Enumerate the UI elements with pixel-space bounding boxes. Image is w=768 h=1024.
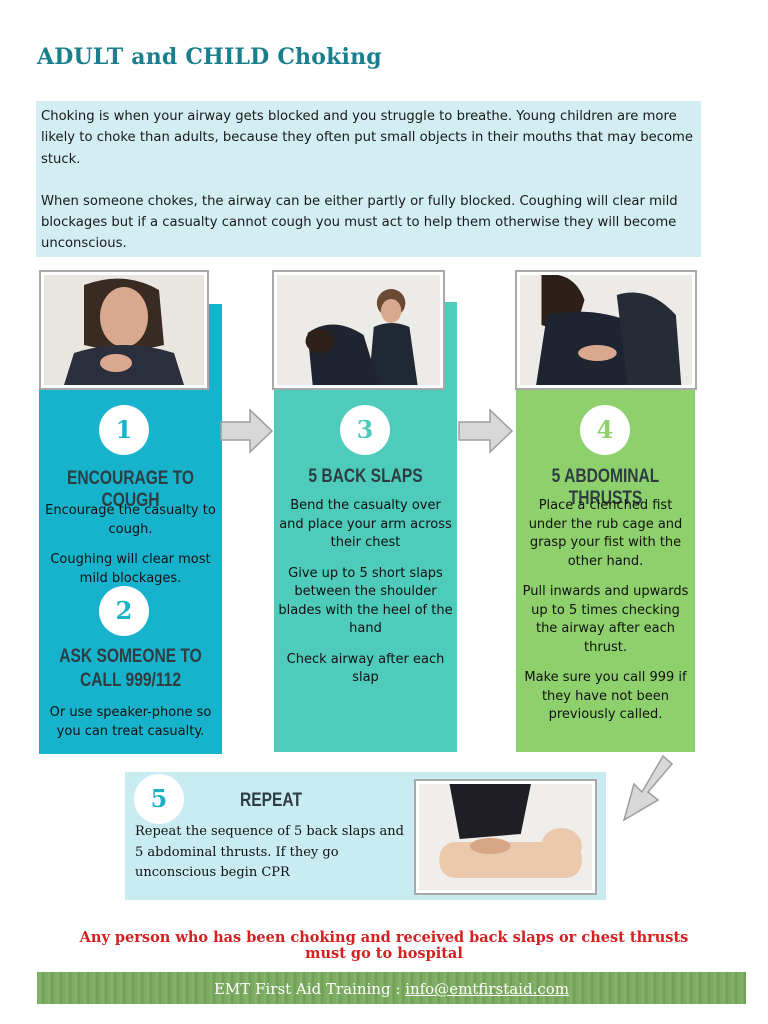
step-2-heading-line: ASK SOMEONE TO (59, 646, 202, 667)
step-number-3: 3 (340, 405, 390, 455)
right-arrow-icon (458, 408, 514, 454)
footer-email-link[interactable]: info@emtfirstaid.com (405, 980, 570, 998)
photo-coughing-woman (39, 270, 209, 390)
step-3-line: Bend the casualty over and place your ar… (279, 498, 452, 550)
intro-paragraph: Choking is when your airway gets blocked… (41, 109, 693, 167)
step-1-line: Encourage the casualty to cough. (45, 503, 216, 537)
footer-label: EMT First Aid Training : (213, 980, 406, 998)
step-heading-4: 5 ABDOMINAL THRUSTS (551, 466, 660, 509)
step-2-heading-line: CALL 999/112 (79, 670, 182, 691)
intro-paragraph: When someone chokes, the airway can be e… (41, 193, 678, 252)
step-heading-3: 5 BACK SLAPS (308, 466, 423, 487)
photo-abdominal-thrusts (515, 270, 697, 390)
step-text-2: Or use speaker-phone so you can treat ca… (45, 704, 216, 753)
step-3-line: Give up to 5 short slaps between the sho… (278, 565, 453, 637)
step-4-line: Pull inwards and upwards up to 5 times c… (522, 584, 689, 655)
step-heading-5: REPEAT (240, 790, 303, 811)
intro-box: Choking is when your airway gets blocked… (36, 101, 701, 257)
step-3-line: Check airway after each slap (286, 651, 445, 686)
step-text-3: Bend the casualty over and place your ar… (278, 497, 453, 700)
step-text-1: Encourage the casualty to cough. Coughin… (45, 502, 216, 600)
step-text-4: Place a clenched fist under the rub cage… (520, 497, 691, 737)
step-number-2: 2 (99, 586, 149, 636)
step-number-1: 1 (99, 405, 149, 455)
step-2-line: Or use speaker-phone so you can treat ca… (49, 705, 212, 739)
photo-cpr-manikin (414, 779, 597, 895)
step-4-line: Make sure you call 999 if they have not … (524, 670, 687, 722)
step-1-line: Coughing will clear most mild blockages. (50, 552, 211, 586)
step-heading-2: ASK SOMEONE TO CALL 999/112 (55, 645, 205, 693)
hospital-warning: Any person who has been choking and rece… (79, 929, 689, 962)
right-arrow-icon (220, 408, 274, 454)
page-title: ADULT and CHILD Choking (37, 44, 382, 70)
step-text-5: Repeat the sequence of 5 back slaps and … (135, 824, 404, 880)
footer-bar: EMT First Aid Training : info@emtfirstai… (37, 972, 746, 1004)
photo-back-slaps (272, 270, 445, 390)
step-number-4: 4 (580, 405, 630, 455)
step-number-5: 5 (134, 774, 184, 824)
step-4-line: Place a clenched fist under the rub cage… (528, 498, 683, 569)
step-heading-1: ENCOURAGE TO COUGH (67, 468, 194, 511)
down-left-arrow-icon (622, 754, 674, 822)
